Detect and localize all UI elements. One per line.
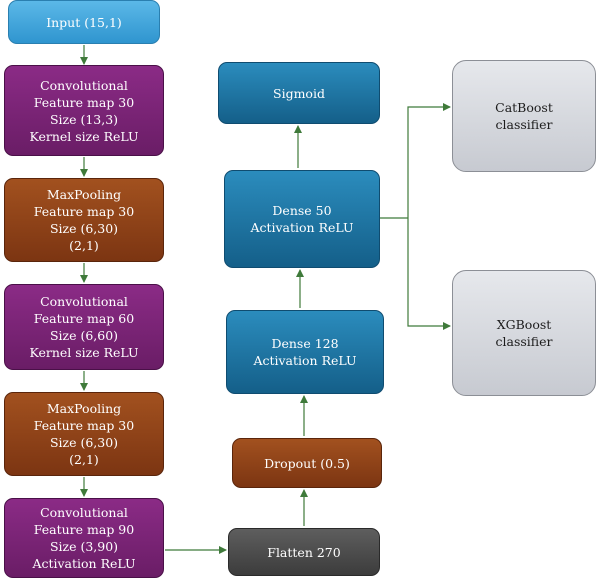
node-dense50-line-1: Dense 50 <box>272 203 332 218</box>
node-xgboost-classifier: XGBoost classifier <box>452 270 596 396</box>
node-convolutional-2: Convolutional Feature map 60 Size (6,60)… <box>4 284 164 370</box>
node-conv1-line-1: Convolutional <box>40 77 128 93</box>
node-dropout: Dropout (0.5) <box>232 438 382 488</box>
node-conv2-line-3: Size (6,60) <box>49 328 119 343</box>
node-xgboost-line-1: XGBoost <box>496 317 552 332</box>
node-pool1-line-4: (2,1) <box>69 238 99 253</box>
arrow-to-xgboost <box>407 218 451 330</box>
node-dense50-line-2: Activation ReLU <box>250 220 354 235</box>
node-xgboost-line-2: classifier <box>495 334 553 349</box>
node-conv3-line-4: Activation ReLU <box>32 556 136 571</box>
node-conv2-line-1: Convolutional <box>40 294 128 309</box>
node-input: Input (15,1) <box>8 0 160 44</box>
node-conv3-line-2: Feature map 90 <box>33 522 135 537</box>
node-dropout-line-1: Dropout (0.5) <box>264 455 350 471</box>
node-conv2-line-4: Kernel size ReLU <box>29 345 139 360</box>
node-pool1-line-2: Feature map 30 <box>33 204 135 219</box>
node-catboost-classifier: CatBoost classifier <box>452 60 596 172</box>
node-pool1-line-3: Size (6,30) <box>49 221 119 236</box>
node-dense-50: Dense 50 Activation ReLU <box>224 170 380 268</box>
node-convolutional-1: Convolutional Feature map 30 Size (13,3)… <box>4 65 164 156</box>
node-maxpooling-2: MaxPooling Feature map 30 Size (6,30) (2… <box>4 392 164 476</box>
node-conv3-line-3: Size (3,90) <box>49 539 119 554</box>
node-flatten-line-1: Flatten 270 <box>267 544 341 560</box>
node-dense128-line-1: Dense 128 <box>271 336 339 351</box>
node-pool1-line-1: MaxPooling <box>46 187 122 202</box>
node-dense128-line-2: Activation ReLU <box>253 353 357 368</box>
node-dense-128: Dense 128 Activation ReLU <box>226 310 384 394</box>
node-catboost-line-1: CatBoost <box>495 100 553 115</box>
node-pool2-line-2: Feature map 30 <box>33 418 135 433</box>
node-sigmoid-line-1: Sigmoid <box>273 85 325 101</box>
node-pool2-line-4: (2,1) <box>69 452 99 467</box>
node-conv3-line-1: Convolutional <box>40 505 128 520</box>
node-conv1-line-4: Kernel size ReLU <box>29 128 139 144</box>
node-input-line-1: Input (15,1) <box>46 14 122 30</box>
node-conv2-line-2: Feature map 60 <box>33 311 135 326</box>
node-catboost-line-2: classifier <box>495 117 553 132</box>
arrow-to-catboost <box>407 103 451 218</box>
node-conv1-line-3: Size (13,3) <box>49 111 119 127</box>
node-maxpooling-1: MaxPooling Feature map 30 Size (6,30) (2… <box>4 178 164 262</box>
node-sigmoid: Sigmoid <box>218 62 380 124</box>
node-pool2-line-3: Size (6,30) <box>49 435 119 450</box>
node-flatten: Flatten 270 <box>228 528 380 576</box>
node-pool2-line-1: MaxPooling <box>46 401 122 416</box>
node-conv1-line-2: Feature map 30 <box>33 94 135 110</box>
node-convolutional-3: Convolutional Feature map 90 Size (3,90)… <box>4 498 164 578</box>
